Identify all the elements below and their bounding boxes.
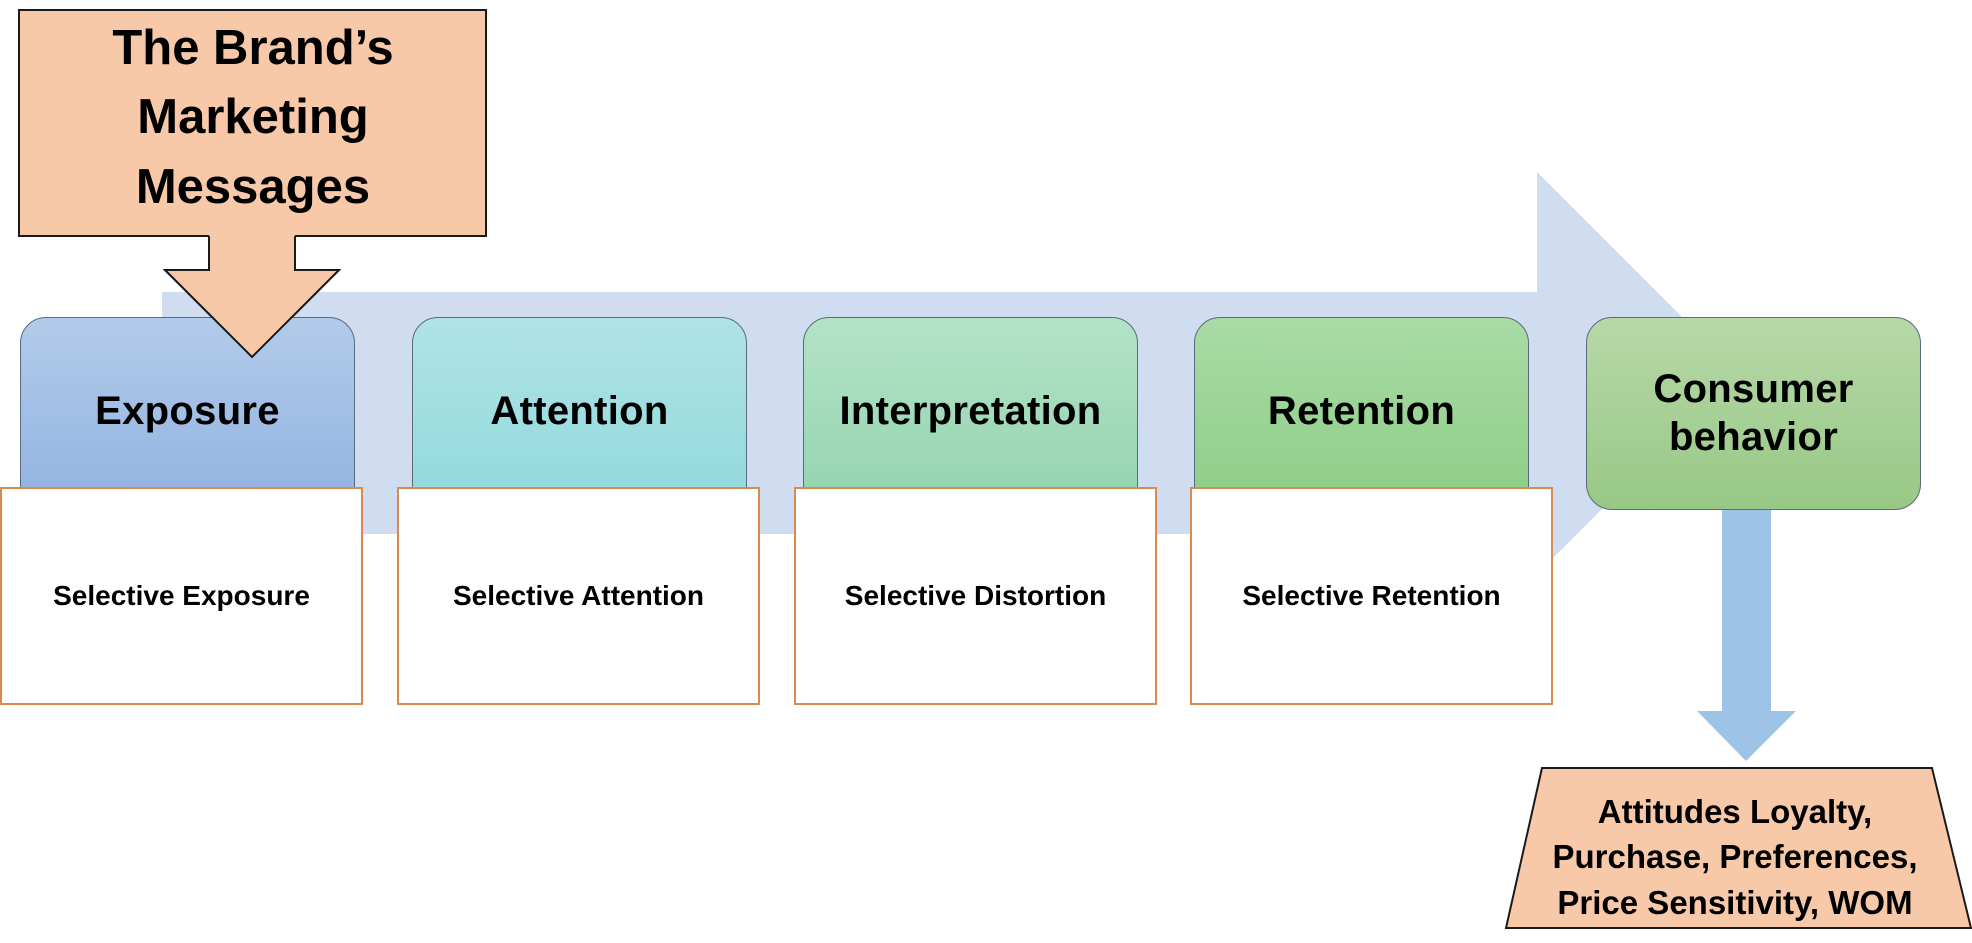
selective-exposure-box: Selective Exposure bbox=[0, 487, 363, 705]
selective-distortion-box: Selective Distortion bbox=[794, 487, 1157, 705]
stage-retention: Retention bbox=[1194, 317, 1529, 517]
outcome-down-arrow bbox=[1697, 507, 1796, 761]
stage-consumer-behavior: Consumer behavior bbox=[1586, 317, 1921, 510]
outcome-line: Attitudes Loyalty, bbox=[1597, 792, 1873, 830]
brand-message-title: The Brand’s Marketing Messages bbox=[20, 18, 486, 218]
selective-label: Selective Attention bbox=[452, 580, 704, 611]
selective-label: Selective Retention bbox=[1242, 580, 1501, 611]
selective-retention-box: Selective Retention bbox=[1190, 487, 1553, 705]
brand-message-line: The Brand’s bbox=[112, 20, 394, 75]
stage-label: Attention bbox=[490, 389, 669, 434]
brand-message-line: Messages bbox=[135, 159, 371, 214]
outcomes-text: Attitudes Loyalty, Purchase, Preferences… bbox=[1530, 782, 1940, 932]
stage-label: Retention bbox=[1267, 389, 1456, 434]
brand-message-line: Marketing bbox=[137, 90, 369, 145]
stage-label: Exposure bbox=[95, 389, 280, 434]
outcome-trapezoid bbox=[1504, 767, 1972, 929]
outcome-line: Price Sensitivity, WOM bbox=[1557, 883, 1913, 921]
stage-attention: Attention bbox=[412, 317, 747, 517]
stage-label-line: Consumer bbox=[1653, 367, 1854, 412]
stage-exposure: Exposure bbox=[20, 317, 355, 517]
selective-label: Selective Exposure bbox=[53, 580, 310, 611]
selective-label: Selective Distortion bbox=[844, 580, 1107, 611]
stage-label: Interpretation bbox=[839, 389, 1102, 434]
selective-attention-box: Selective Attention bbox=[397, 487, 760, 705]
outcome-line: Purchase, Preferences, bbox=[1552, 838, 1918, 876]
stage-label-line: behavior bbox=[1668, 414, 1839, 459]
